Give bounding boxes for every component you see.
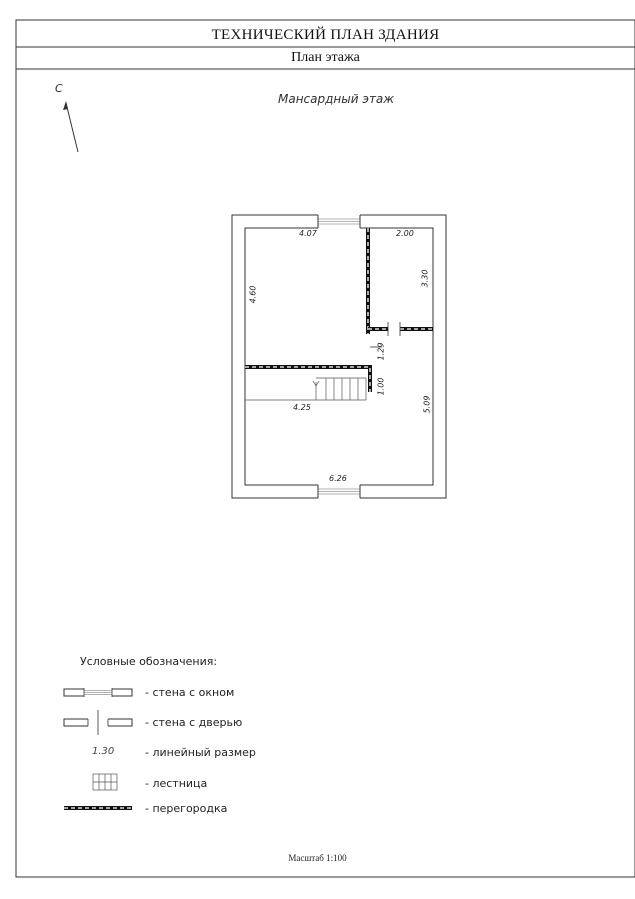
- stairs: [245, 377, 367, 401]
- partitions: [245, 228, 433, 392]
- legend-label-dimension: - линейный размер: [145, 746, 256, 759]
- legend-label-stairs: - лестница: [145, 777, 208, 790]
- dim-room3-height: 5.09: [422, 395, 432, 414]
- north-label: С: [55, 82, 63, 95]
- scale-label: Масштаб 1:100: [288, 853, 347, 863]
- legend-window-symbol: [63, 688, 133, 697]
- document-subtitle: План этажа: [291, 50, 360, 65]
- window-bottom: [317, 484, 361, 499]
- legend-stairs-symbol: [92, 773, 118, 791]
- building-walls: [231, 214, 447, 499]
- window-top: [317, 214, 361, 229]
- legend-dimension-sample: 1.30: [92, 746, 115, 757]
- door-partition: [370, 322, 401, 348]
- legend-label-window: - стена с окном: [145, 686, 235, 699]
- legend-label-partition: - перегородка: [145, 802, 228, 815]
- dim-room1-height: 4.60: [248, 285, 258, 304]
- legend-label-door: - стена с дверью: [145, 716, 243, 729]
- legend-door-symbol: [63, 710, 133, 735]
- document-title: ТЕХНИЧЕСКИЙ ПЛАН ЗДАНИЯ: [211, 27, 440, 43]
- sheet-frame: [15, 19, 635, 878]
- dim-door-gap: 1.29: [376, 342, 386, 361]
- dim-room1-width: 4.07: [299, 229, 317, 238]
- north-arrow-icon: [63, 101, 79, 153]
- dim-room2-height: 3.30: [420, 269, 430, 288]
- floor-name: Мансардный этаж: [278, 92, 395, 106]
- dim-room2-width: 2.00: [396, 229, 414, 238]
- dim-stair-depth: 1.00: [376, 377, 386, 396]
- dim-total-width: 6.26: [329, 474, 347, 483]
- dim-stair-width: 4.25: [293, 403, 311, 412]
- legend-title: Условные обозначения:: [80, 655, 218, 668]
